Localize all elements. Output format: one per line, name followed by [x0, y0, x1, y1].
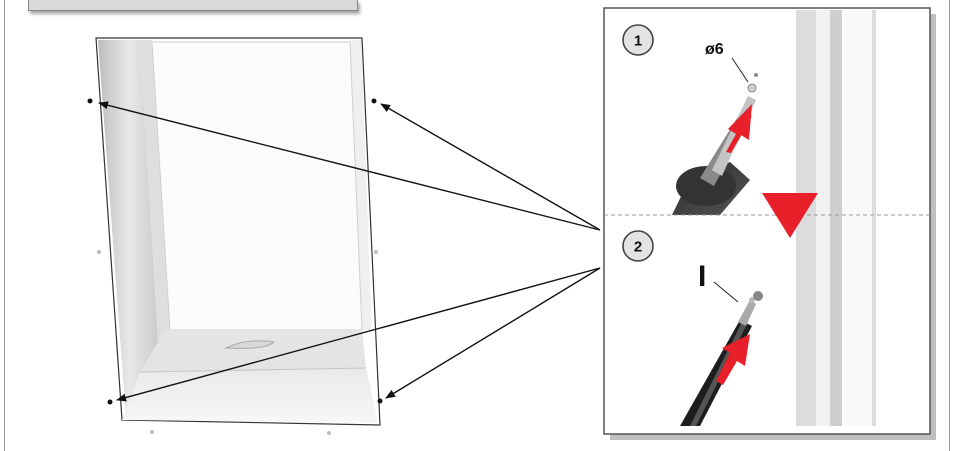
screw-label: I [698, 260, 706, 293]
detail-panel: 1 2 ø6 I [604, 8, 936, 440]
hole-marker-2 [753, 291, 763, 301]
step-badge-2: 2 [623, 231, 653, 261]
drill-size-label: ø6 [705, 41, 724, 58]
hole-marker-1 [754, 73, 758, 77]
step-number-2: 2 [634, 239, 642, 256]
step-number-1: 1 [634, 33, 642, 50]
step-badge-1: 1 [623, 25, 653, 55]
